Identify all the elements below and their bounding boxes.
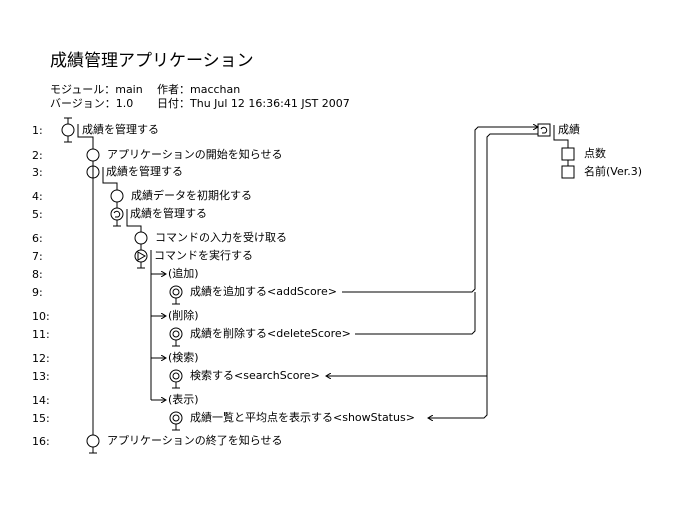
process-node-16 <box>86 434 100 454</box>
line-number: 16: <box>32 435 50 448</box>
case-label: (追加) <box>168 267 199 280</box>
line-number: 9: <box>32 286 43 299</box>
case-label: (表示) <box>168 393 199 406</box>
line-number: 12: <box>32 352 50 365</box>
bracket-5 <box>126 209 142 232</box>
page-title: 成績管理アプリケーション <box>50 51 254 71</box>
data-structure-name: 成績 <box>558 123 580 136</box>
process-node-6 <box>134 231 148 245</box>
field-name: 名前(Ver.3) <box>584 165 643 178</box>
line-number: 13: <box>32 370 50 383</box>
node-text: 成績データを初期化する <box>131 189 252 202</box>
field-name: 点数 <box>584 147 606 160</box>
date-label: 日付：Thu Jul 12 16:36:41 JST 2007 <box>157 97 350 110</box>
field-box-name <box>561 165 575 179</box>
process-node-1 <box>61 117 75 143</box>
bracket-1 <box>77 124 94 149</box>
call-node-13 <box>169 369 183 389</box>
node-text: コマンドを実行する <box>154 249 253 262</box>
line-number: 8: <box>32 268 43 281</box>
node-text: 検索する<searchScore> <box>190 369 320 382</box>
bracket-3 <box>102 167 118 190</box>
ref-line-add <box>342 127 538 293</box>
ref-line-delete <box>355 292 476 335</box>
loop-node-5 <box>110 207 124 227</box>
line-number: 15: <box>32 412 50 425</box>
line-number: 3: <box>32 166 43 179</box>
line-number: 4: <box>32 190 43 203</box>
branch-node-7 <box>134 249 148 269</box>
line-number: 7: <box>32 250 43 263</box>
node-text: アプリケーションの開始を知らせる <box>107 148 283 161</box>
data-structure-node <box>537 123 551 137</box>
node-text: 成績一覧と平均点を表示する<showStatus> <box>190 411 415 424</box>
node-text: 成績を追加する<addScore> <box>190 285 337 298</box>
node-text: 成績を管理する <box>82 123 159 136</box>
version-label: バージョン：1.0 <box>50 97 134 110</box>
node-text: アプリケーションの終了を知らせる <box>107 434 283 447</box>
line-number: 10: <box>32 310 50 323</box>
data-bracket <box>553 125 569 148</box>
process-node-3 <box>86 165 100 179</box>
author-label: 作者：macchan <box>157 83 241 96</box>
line-number: 11: <box>32 328 50 341</box>
line-number: 1: <box>32 124 43 137</box>
process-node-4 <box>110 189 124 203</box>
line-number: 5: <box>32 208 43 221</box>
field-box-score <box>561 147 575 161</box>
node-text: 成績を削除する<deleteScore> <box>190 327 351 340</box>
node-text: 成績を管理する <box>130 207 207 220</box>
module-label: モジュール：main <box>50 83 143 96</box>
node-text: 成績を管理する <box>106 165 183 178</box>
case-label: (検索) <box>168 351 199 364</box>
line-number: 14: <box>32 394 50 407</box>
case-label: (削除) <box>168 309 199 322</box>
line-number: 6: <box>32 232 43 245</box>
node-text: コマンドの入力を受け取る <box>155 231 287 244</box>
call-node-15 <box>169 411 183 431</box>
call-node-11 <box>169 327 183 347</box>
process-node-2 <box>86 148 100 162</box>
ref-line-show <box>428 133 538 418</box>
call-node-9 <box>169 285 183 305</box>
line-number: 2: <box>32 149 43 162</box>
